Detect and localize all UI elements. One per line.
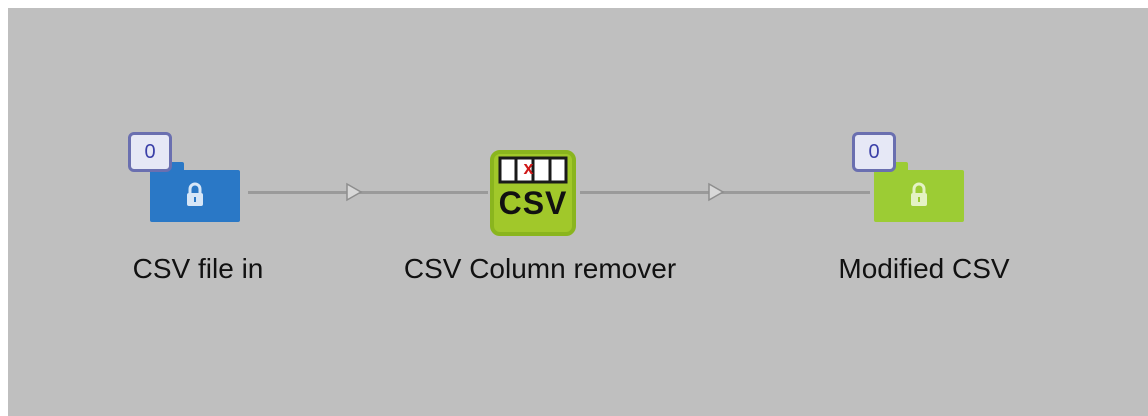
remove-column-mark: X xyxy=(523,158,534,178)
arrowhead-icon xyxy=(346,182,363,202)
connection-input-to-processor[interactable] xyxy=(248,191,488,194)
flow-canvas[interactable]: 0 CSV file in X CSV CSV Column remover xyxy=(8,8,1148,416)
input-folder-icon xyxy=(150,162,240,222)
node-csv-column-remover[interactable]: X CSV xyxy=(490,150,576,236)
input-node-label: CSV file in xyxy=(132,253,264,284)
csv-column-remover-icon: X CSV xyxy=(490,150,576,236)
connection-processor-to-output[interactable] xyxy=(580,191,870,194)
output-count-badge: 0 xyxy=(852,132,896,172)
node-csv-file-in[interactable] xyxy=(150,162,240,224)
processor-node-label: CSV Column remover xyxy=(403,253,677,284)
csv-icon-text: CSV xyxy=(498,185,568,221)
lock-icon xyxy=(911,182,927,206)
input-count-badge: 0 xyxy=(128,132,172,172)
lock-icon xyxy=(187,182,203,206)
output-node-label: Modified CSV xyxy=(838,253,1010,284)
arrowhead-icon xyxy=(708,182,725,202)
